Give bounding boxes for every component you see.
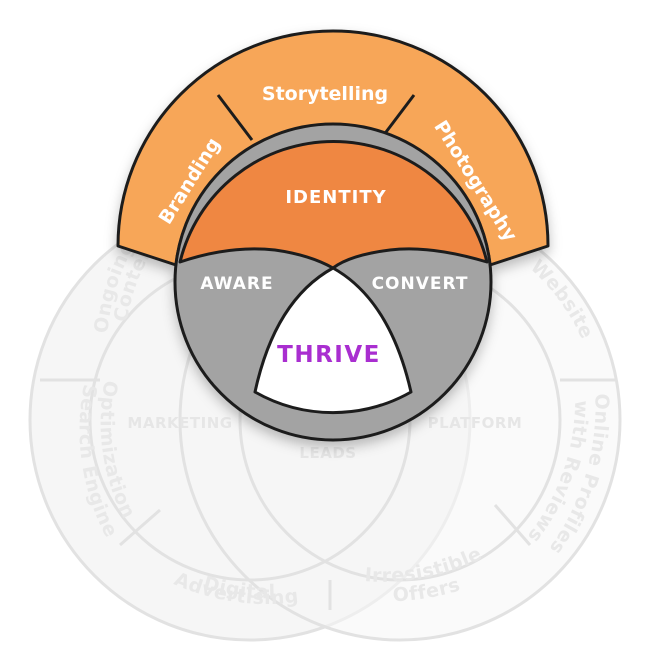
ring-divider [216,94,254,141]
ring-label-storytelling: Storytelling [262,83,388,105]
faded-label-platform: PLATFORM [428,414,523,432]
faded-label-marketing: MARKETING [127,414,232,432]
main-circle: Branding Storytelling Photography IDENTI… [116,29,550,442]
identity-region [178,140,489,270]
label-aware: AWARE [200,274,273,294]
faded-divider [119,508,161,547]
label-thrive: THRIVE [277,342,381,368]
thrive-region [253,266,413,415]
faded-divider [493,504,532,546]
faded-label-leads: LEADS [299,444,356,462]
label-convert: CONVERT [372,274,469,294]
label-identity: IDENTITY [285,187,386,208]
